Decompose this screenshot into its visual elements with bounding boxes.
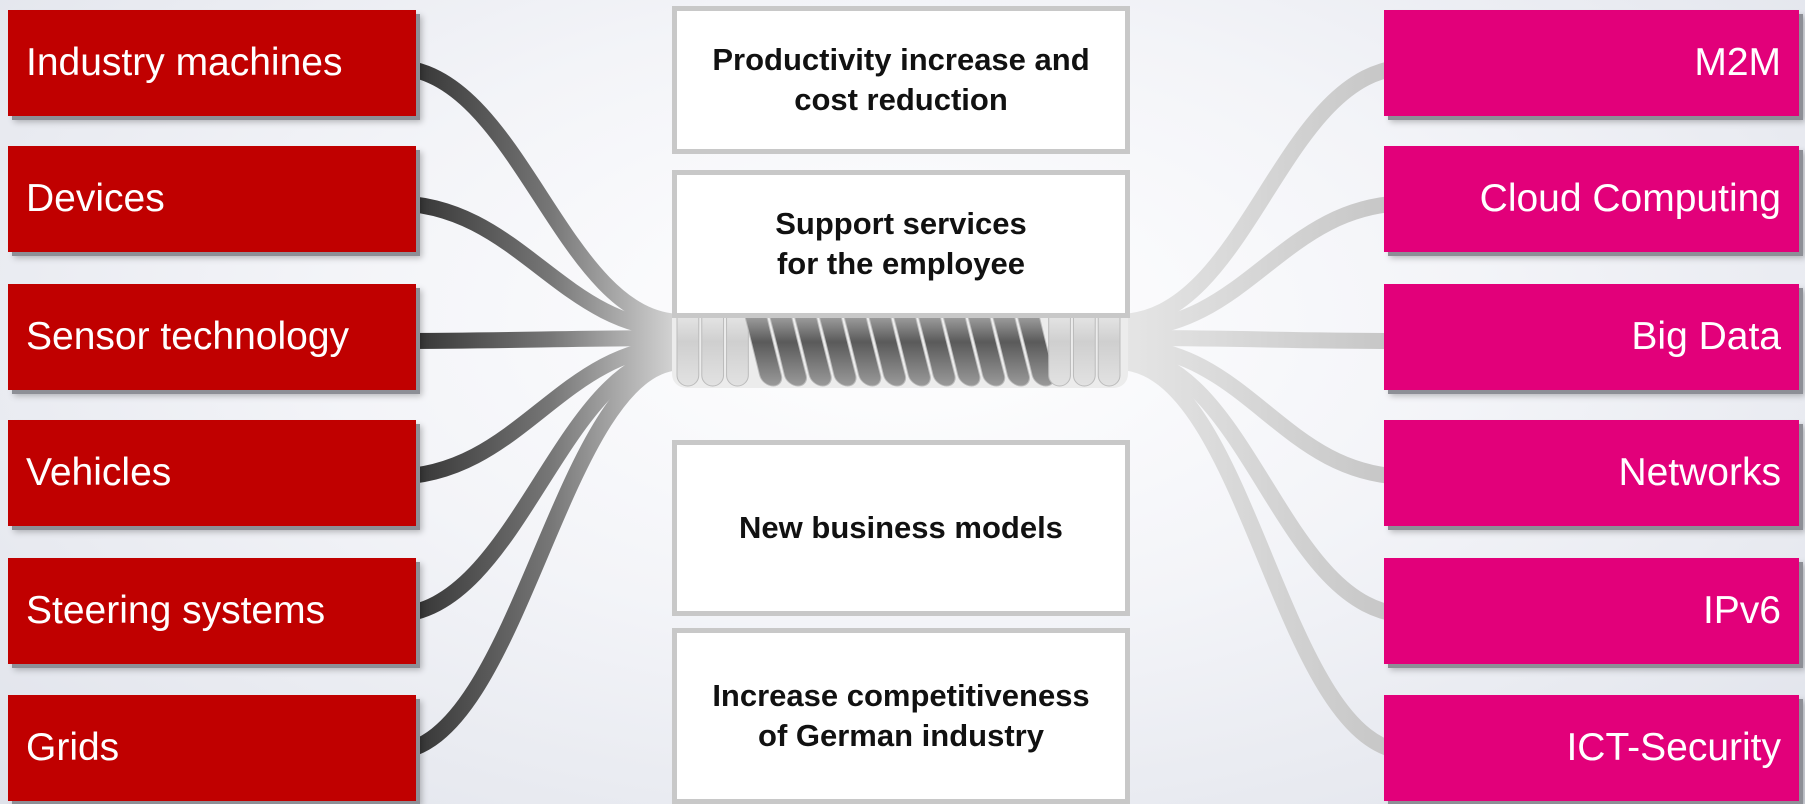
left-item-label: Industry machines (26, 41, 343, 84)
left-item-devices: Devices (8, 146, 416, 252)
left-item-grids: Grids (8, 695, 416, 801)
right-item-m2m: M2M (1384, 10, 1799, 116)
right-cable (1110, 195, 1418, 338)
center-box-3: New business models (672, 440, 1130, 616)
center-box-4: Increase competitiveness of German indus… (672, 628, 1130, 804)
left-item-sensor-technology: Sensor technology (8, 284, 416, 390)
left-item-steering-systems: Steering systems (8, 558, 416, 664)
right-item-label: Networks (1618, 451, 1781, 494)
right-item-label: Big Data (1631, 315, 1781, 358)
right-item-networks: Networks (1384, 420, 1799, 526)
left-cable (384, 195, 690, 338)
right-item-cloud-computing: Cloud Computing (1384, 146, 1799, 252)
right-cable (1110, 354, 1418, 760)
left-cable (384, 59, 690, 330)
right-item-label: M2M (1694, 41, 1781, 84)
left-item-label: Devices (26, 177, 165, 220)
left-item-label: Sensor technology (26, 315, 350, 358)
left-cable (384, 354, 690, 760)
left-item-vehicles: Vehicles (8, 420, 416, 526)
left-item-industry-machines: Industry machines (8, 10, 416, 116)
right-item-ipv6: IPv6 (1384, 558, 1799, 664)
right-item-label: IPv6 (1702, 589, 1781, 632)
right-cable (1110, 346, 1418, 623)
left-cable (384, 338, 690, 485)
left-item-label: Steering systems (26, 589, 326, 632)
left-cable (384, 330, 690, 349)
right-item-ict-security: ICT-Security (1384, 695, 1799, 801)
right-item-big-data: Big Data (1384, 284, 1799, 390)
right-cable (1110, 338, 1418, 485)
right-item-label: ICT-Security (1566, 726, 1781, 769)
right-cables (1110, 56, 1425, 763)
right-item-label: Cloud Computing (1479, 177, 1781, 220)
left-cable (384, 346, 690, 623)
right-cable (1110, 59, 1418, 330)
left-item-label: Vehicles (26, 451, 172, 494)
left-item-label: Grids (26, 726, 120, 769)
left-cables (376, 56, 690, 763)
right-cable (1110, 330, 1418, 349)
center-box-2: Support services for the employee (672, 170, 1130, 318)
center-box-1: Productivity increase and cost reduction (672, 6, 1130, 154)
